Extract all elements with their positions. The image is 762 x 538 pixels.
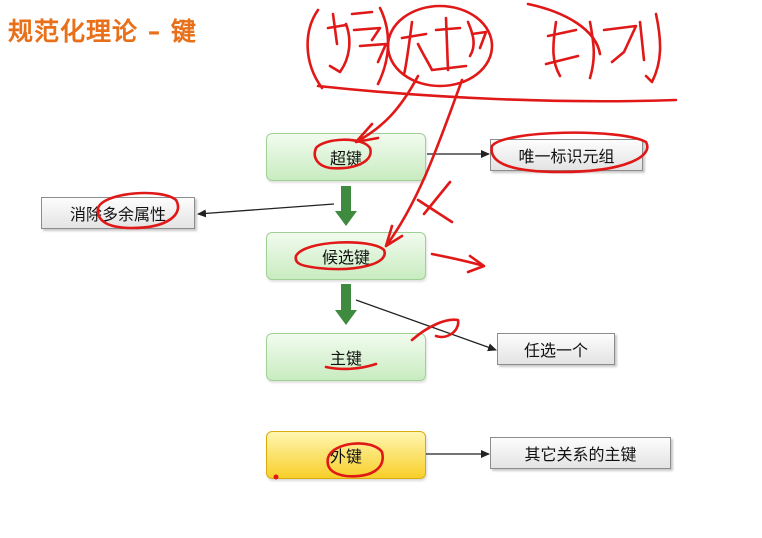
arrow-to-remove-attrs	[197, 203, 335, 218]
foreign-key-node: 外键	[266, 431, 426, 479]
primary-key-node: 主键	[266, 333, 426, 381]
page-title: 规范化理论 – 键	[8, 17, 197, 46]
remove-attrs-box: 消除多余属性	[41, 197, 195, 229]
super-key-node: 超键	[266, 133, 426, 181]
unique-tuple-box: 唯一标识元组	[490, 139, 643, 171]
other-pk-box: 其它关系的主键	[490, 437, 671, 469]
green-arrow-down-2	[335, 284, 357, 325]
candidate-key-node: 候选键	[266, 232, 426, 280]
choose-one-box: 任选一个	[497, 333, 615, 365]
green-arrow-down-1	[335, 186, 357, 226]
